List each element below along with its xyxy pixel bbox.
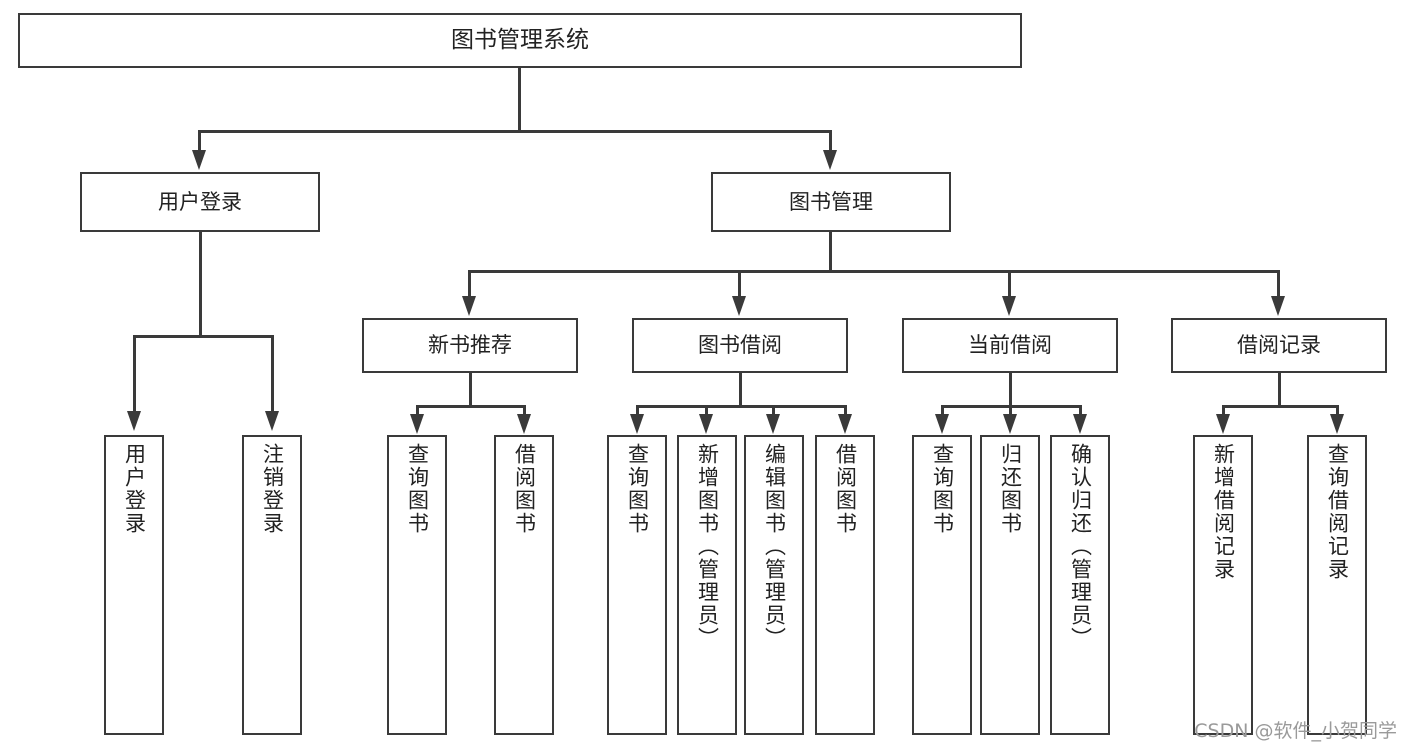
leaf-borrow-book-recommend[interactable]: 借阅图书 — [494, 435, 554, 735]
node-label: 新书推荐 — [428, 333, 512, 358]
leaf-label: 用户登录 — [122, 443, 147, 535]
arrowhead-bb-leaf-1 — [630, 414, 644, 434]
connector-cb-child-3 — [1079, 405, 1082, 416]
connector-bb-child-2 — [705, 405, 708, 416]
node-label: 图书借阅 — [698, 333, 782, 358]
arrowhead-bb-leaf-4 — [838, 414, 852, 434]
connector-book-management-stem — [829, 232, 832, 272]
leaf-query-borrow-record[interactable]: 查询借阅记录 — [1307, 435, 1367, 735]
connector-bb-child-1 — [636, 405, 639, 416]
leaf-label: 新增借阅记录 — [1211, 443, 1236, 581]
node-book-borrow[interactable]: 图书借阅 — [632, 318, 848, 373]
node-label: 当前借阅 — [968, 333, 1052, 358]
leaf-borrow-book[interactable]: 借阅图书 — [815, 435, 875, 735]
connector-root-to-book-management — [829, 130, 832, 152]
arrowhead-user-login — [192, 150, 206, 170]
arrowhead-leaf-logout — [265, 411, 279, 431]
connector-user-login-bar — [133, 335, 274, 338]
node-book-management[interactable]: 图书管理 — [711, 172, 951, 232]
leaf-label: 新增图书（管理员） — [695, 443, 720, 650]
connector-cb-stem — [1009, 373, 1012, 407]
leaf-label: 查询借阅记录 — [1325, 443, 1350, 581]
arrowhead-cb-leaf-3 — [1073, 414, 1087, 434]
leaf-label: 确认归还（管理员） — [1068, 443, 1093, 650]
leaf-label: 查询图书 — [405, 443, 430, 535]
connector-nbr-stem — [469, 373, 472, 407]
node-borrow-record[interactable]: 借阅记录 — [1171, 318, 1387, 373]
connector-br-child-2 — [1336, 405, 1339, 416]
leaf-label: 借阅图书 — [833, 443, 858, 535]
leaf-label: 借阅图书 — [512, 443, 537, 535]
arrowhead-new-book-recommend — [462, 296, 476, 316]
arrowhead-br-leaf-1 — [1216, 414, 1230, 434]
leaf-label: 编辑图书（管理员） — [762, 443, 787, 650]
leaf-add-borrow-record[interactable]: 新增借阅记录 — [1193, 435, 1253, 735]
leaf-edit-book-admin[interactable]: 编辑图书（管理员） — [744, 435, 804, 735]
leaf-label: 查询图书 — [625, 443, 650, 535]
node-user-login[interactable]: 用户登录 — [80, 172, 320, 232]
leaf-query-book-borrow[interactable]: 查询图书 — [607, 435, 667, 735]
leaf-label: 查询图书 — [930, 443, 955, 535]
connector-cb-child-2 — [1009, 405, 1012, 416]
arrowhead-book-borrow — [732, 296, 746, 316]
connector-book-management-bar — [468, 270, 1280, 273]
connector-nbr-bar — [416, 405, 526, 408]
leaf-query-book-recommend[interactable]: 查询图书 — [387, 435, 447, 735]
node-label: 借阅记录 — [1237, 333, 1321, 358]
connector-user-login-child-1 — [133, 335, 136, 413]
arrowhead-bb-leaf-2 — [699, 414, 713, 434]
leaf-label: 归还图书 — [998, 443, 1023, 535]
connector-br-stem — [1278, 373, 1281, 407]
node-new-book-recommend[interactable]: 新书推荐 — [362, 318, 578, 373]
arrowhead-cb-leaf-2 — [1003, 414, 1017, 434]
arrowhead-book-management — [823, 150, 837, 170]
connector-nbr-child-1 — [416, 405, 419, 416]
arrowhead-br-leaf-2 — [1330, 414, 1344, 434]
arrowhead-leaf-user-login — [127, 411, 141, 431]
connector-br-child-1 — [1222, 405, 1225, 416]
node-label: 图书管理 — [789, 189, 873, 214]
leaf-logout[interactable]: 注销登录 — [242, 435, 302, 735]
connector-nbr-child-2 — [523, 405, 526, 416]
arrowhead-borrow-record — [1271, 296, 1285, 316]
connector-bm-child-3 — [1008, 270, 1011, 298]
leaf-confirm-return-admin[interactable]: 确认归还（管理员） — [1050, 435, 1110, 735]
connector-cb-child-1 — [941, 405, 944, 416]
connector-root-to-user-login — [198, 130, 201, 152]
connector-bb-child-3 — [772, 405, 775, 416]
connector-root-stem — [518, 68, 521, 131]
connector-bb-stem — [739, 373, 742, 407]
arrowhead-cb-leaf-1 — [935, 414, 949, 434]
connector-br-bar — [1222, 405, 1339, 408]
leaf-user-login[interactable]: 用户登录 — [104, 435, 164, 735]
node-root-book-management-system[interactable]: 图书管理系统 — [18, 13, 1022, 68]
arrowhead-current-borrow — [1002, 296, 1016, 316]
connector-bb-bar — [636, 405, 847, 408]
leaf-return-book[interactable]: 归还图书 — [980, 435, 1040, 735]
connector-user-login-child-2 — [271, 335, 274, 413]
arrowhead-nbr-leaf-1 — [410, 414, 424, 434]
connector-user-login-stem — [199, 232, 202, 337]
node-current-borrow[interactable]: 当前借阅 — [902, 318, 1118, 373]
connector-bm-child-1 — [468, 270, 471, 298]
connector-root-bar — [198, 130, 832, 133]
node-label: 图书管理系统 — [451, 27, 589, 54]
node-label: 用户登录 — [158, 189, 242, 214]
connector-bm-child-4 — [1277, 270, 1280, 298]
leaf-add-book-admin[interactable]: 新增图书（管理员） — [677, 435, 737, 735]
leaf-label: 注销登录 — [260, 443, 285, 535]
connector-bb-child-4 — [844, 405, 847, 416]
arrowhead-nbr-leaf-2 — [517, 414, 531, 434]
leaf-query-book-current[interactable]: 查询图书 — [912, 435, 972, 735]
connector-bm-child-2 — [738, 270, 741, 298]
arrowhead-bb-leaf-3 — [766, 414, 780, 434]
